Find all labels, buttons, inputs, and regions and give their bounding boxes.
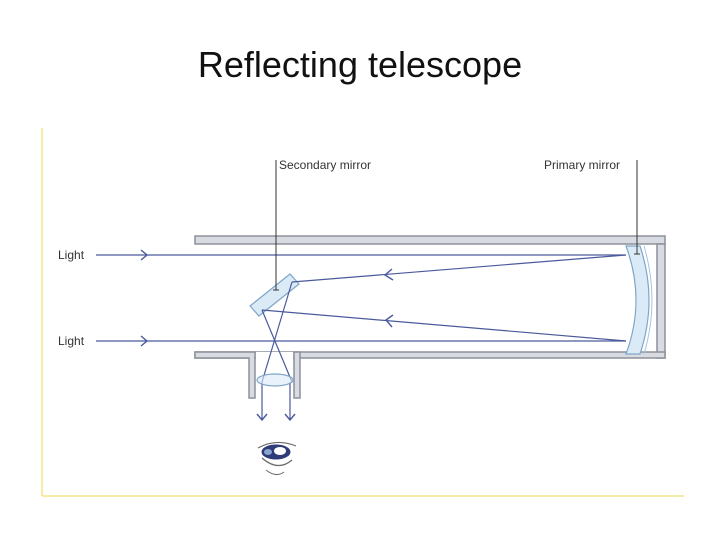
eye-icon [257,441,297,476]
eyepiece-ray-a [261,309,293,383]
exit-arrow-left [256,413,268,422]
eyepiece-lens [256,373,294,387]
reflected-arrow-bottom [384,314,394,328]
secondary-mirror [249,273,300,317]
primary-mirror [625,245,650,355]
tube-top-wall [194,235,666,245]
eyepiece-opening [256,352,293,359]
slide-title: Reflecting telescope [197,44,523,85]
eyepiece-left-wall [194,351,256,399]
primary-mirror-edge [643,245,653,355]
secondary-mirror-label: Secondary mirror [279,158,371,172]
eyepiece-ray-b [261,281,293,383]
light-label-bottom: Light [58,334,85,348]
tube-back-wall [656,243,666,359]
reflected-arrow-top [383,268,394,281]
eyepiece-right-wall [293,351,301,399]
exit-arrow-right [284,413,296,422]
ray-arrow-top [140,249,149,261]
primary-mirror-label: Primary mirror [544,158,620,172]
light-label-top: Light [58,248,85,262]
reflected-ray-top [291,254,627,283]
ray-arrow-bottom [140,335,149,347]
reflected-ray-bottom [261,309,627,342]
